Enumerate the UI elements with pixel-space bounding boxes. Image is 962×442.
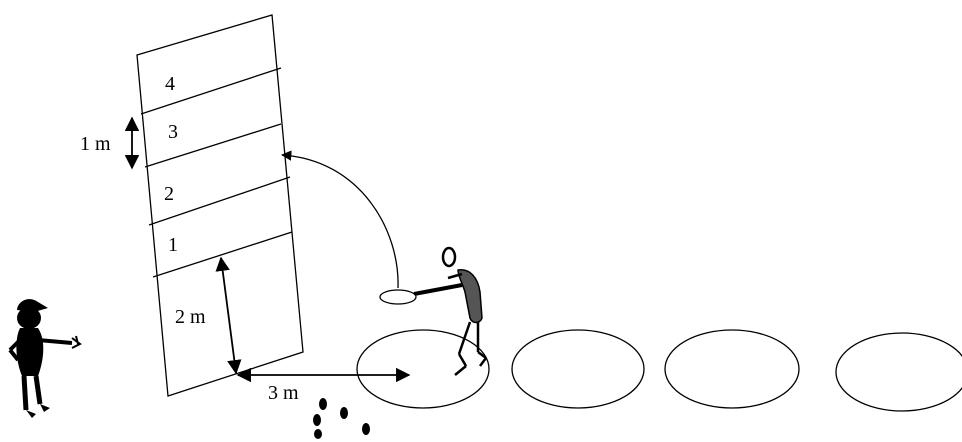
observer-figure (10, 299, 80, 418)
zone-label-4: 4 (165, 73, 175, 95)
thrower-arm (414, 285, 462, 294)
label-3m: 3 m (268, 382, 299, 404)
board-outline (137, 15, 303, 396)
throw-trajectory-arc (282, 155, 398, 288)
observer-foot-left (26, 410, 36, 418)
ball-pile (313, 398, 370, 439)
ball (362, 423, 370, 435)
thrower-toe-right (480, 358, 486, 366)
label-1m: 1 m (80, 133, 111, 155)
throwing-circle-4 (836, 333, 962, 411)
observer-leg-left (24, 376, 26, 410)
thrower-figure (380, 248, 486, 375)
ball (340, 407, 348, 419)
observer-arm-right (38, 340, 72, 343)
thrower-foot-left (455, 366, 466, 375)
ball (314, 429, 322, 439)
thrower-head (443, 248, 455, 266)
racket-head (380, 290, 416, 304)
label-2m: 2 m (175, 306, 206, 328)
throwing-circle-3 (665, 330, 799, 408)
observer-head (17, 307, 41, 329)
observer-foot-right (40, 404, 50, 412)
measure-1m: 1 m (80, 118, 132, 168)
thrower-shin-left (459, 354, 466, 366)
zone-label-1: 1 (168, 234, 178, 256)
throwing-circle-2 (512, 330, 644, 408)
ball (319, 398, 327, 410)
thrower-leg-left (459, 322, 470, 354)
observer-hand (72, 336, 80, 348)
zone-label-2: 2 (164, 183, 174, 205)
ball (313, 414, 321, 426)
throwing-circle-1 (357, 330, 489, 408)
zone-label-3: 3 (168, 121, 178, 143)
target-board: 4 3 2 1 (137, 15, 303, 396)
throwing-circles (357, 330, 962, 411)
observer-body (16, 328, 43, 376)
thrower-body (458, 270, 482, 323)
observer-leg-right (36, 376, 40, 404)
